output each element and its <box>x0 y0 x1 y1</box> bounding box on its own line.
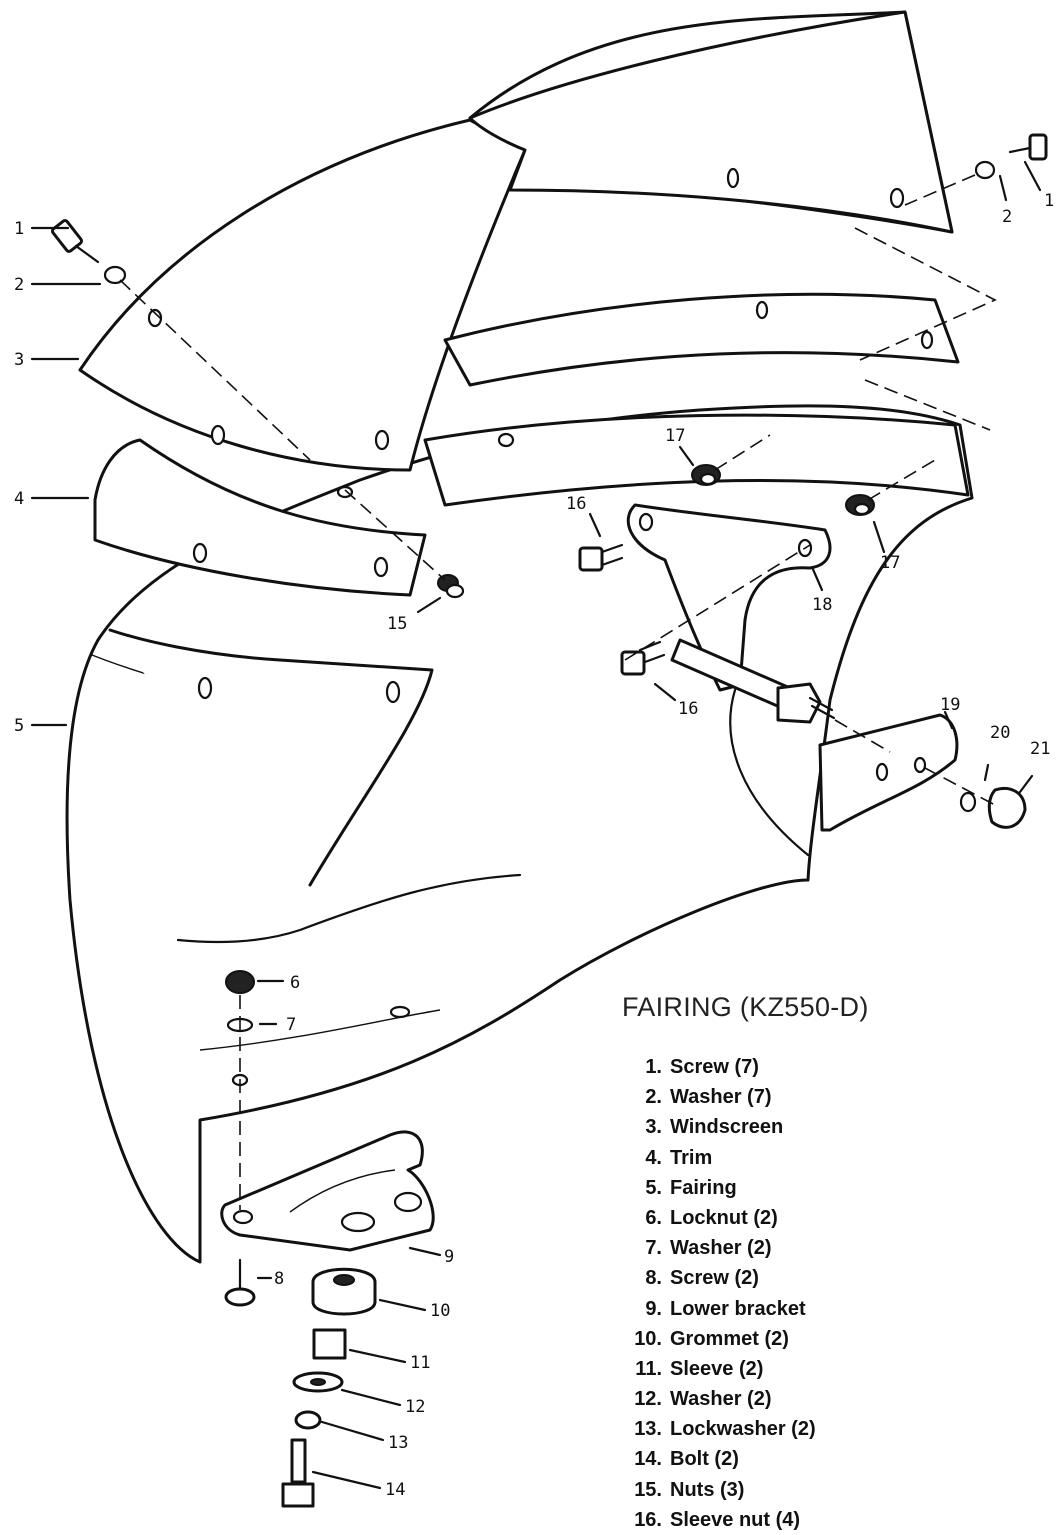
callout-21: 21 <box>1030 739 1050 759</box>
legend-item: 1. Screw (7) <box>608 1052 816 1082</box>
legend-item-label: Lower bracket <box>670 1297 806 1320</box>
callout-12: 12 <box>405 1397 425 1417</box>
legend-item-number: 10. <box>634 1327 662 1350</box>
legend-item: 12. Washer (2) <box>608 1384 816 1414</box>
legend-item-number: 5. <box>645 1176 662 1199</box>
legend-item-label: Trim <box>670 1146 713 1169</box>
legend-item-label: Screw (2) <box>670 1267 759 1290</box>
callout-13: 13 <box>388 1433 408 1453</box>
callout-7: 7 <box>286 1015 296 1035</box>
callout-4: 4 <box>14 489 24 509</box>
callout-15: 15 <box>387 614 407 634</box>
trim-part <box>93 438 427 597</box>
callout-10: 10 <box>430 1301 450 1321</box>
callout-3: 3 <box>14 350 24 370</box>
legend-item-label: Windscreen <box>670 1116 784 1139</box>
callout-labels: 1 2 3 4 5 2 1 15 16 17 17 18 16 19 20 21… <box>14 191 1054 1500</box>
callout-2-right: 2 <box>1002 207 1012 227</box>
lower-bracket-part <box>220 1130 435 1252</box>
legend-item: 7. Washer (2) <box>608 1233 816 1263</box>
legend-item-number: 11. <box>635 1357 662 1380</box>
callout-1-left: 1 <box>14 219 24 239</box>
legend-item-number: 9. <box>645 1297 662 1320</box>
callout-6: 6 <box>290 973 300 993</box>
upper-bracket-part <box>626 503 836 724</box>
legend-item-number: 2. <box>645 1086 662 1109</box>
windscreen-part <box>78 10 954 472</box>
legend-item-label: Screw (7) <box>670 1056 759 1078</box>
leader-lines <box>30 160 1042 1490</box>
callout-11: 11 <box>410 1353 430 1373</box>
callout-14: 14 <box>385 1480 405 1500</box>
hardware-parts <box>50 133 1048 1508</box>
legend-item-number: 13. <box>634 1418 662 1441</box>
legend-item-label: Washer (7) <box>670 1086 772 1109</box>
upper-trim-strip <box>423 292 970 507</box>
legend-item: 8. Screw (2) <box>608 1263 816 1293</box>
legend-item: 3. Windscreen <box>608 1112 816 1142</box>
legend-item-number: 14. <box>634 1448 662 1471</box>
callout-19: 19 <box>940 695 960 715</box>
legend-item: 2. Washer (7) <box>608 1082 816 1112</box>
legend-item: 10. Grommet (2) <box>608 1324 816 1354</box>
callout-9: 9 <box>444 1247 454 1267</box>
legend-item-number: 6. <box>645 1206 662 1229</box>
diagram-title: FAIRING (KZ550-D) <box>622 992 869 1022</box>
legend-item: 15. Nuts (3) <box>608 1475 816 1505</box>
legend-item-label: Locknut (2) <box>670 1206 778 1229</box>
legend-item: 14. Bolt (2) <box>608 1444 816 1474</box>
legend-item-label: Bolt (2) <box>670 1448 739 1471</box>
assembly-lines <box>119 174 997 1210</box>
legend-item-label: Washer (2) <box>670 1388 772 1411</box>
callout-16-lower: 16 <box>678 699 698 719</box>
callout-8: 8 <box>274 1269 284 1289</box>
legend-item: 11. Sleeve (2) <box>608 1354 816 1384</box>
legend-item-number: 7. <box>645 1237 662 1260</box>
legend-item-label: Washer (2) <box>670 1237 772 1260</box>
legend-item: 4. Trim <box>608 1143 816 1173</box>
legend-item-label: Nuts (3) <box>670 1478 745 1501</box>
legend-item-number: 4. <box>645 1146 662 1169</box>
legend-item-label: Grommet (2) <box>670 1327 789 1350</box>
callout-20: 20 <box>990 723 1010 743</box>
legend-item-number: 12. <box>634 1388 662 1411</box>
legend-item-number: 8. <box>645 1267 662 1290</box>
callout-5: 5 <box>14 716 24 736</box>
callout-18: 18 <box>812 595 832 615</box>
legend-item-number: 3. <box>645 1116 662 1139</box>
legend-item: 5. Fairing <box>608 1173 816 1203</box>
legend-item-label: Fairing <box>670 1176 737 1199</box>
legend-item-number: 1. <box>645 1056 662 1078</box>
callout-16-upper: 16 <box>566 494 586 514</box>
callout-17-left: 17 <box>665 426 685 446</box>
callout-1-right: 1 <box>1044 191 1054 211</box>
callout-2-left: 2 <box>14 275 24 295</box>
legend-item: 6. Locknut (2) <box>608 1203 816 1233</box>
legend-item-number: 15. <box>634 1478 662 1501</box>
parts-legend: 1. Screw (7) 2. Washer (7) 3. Windscreen 4. Tri… <box>608 1052 816 1535</box>
legend-item: 9. Lower bracket <box>608 1294 816 1324</box>
legend-item-label: Lockwasher (2) <box>670 1418 816 1441</box>
callout-17-right: 17 <box>880 553 900 573</box>
legend-item: 13. Lockwasher (2) <box>608 1414 816 1444</box>
legend-item-label: Sleeve (2) <box>670 1357 764 1380</box>
